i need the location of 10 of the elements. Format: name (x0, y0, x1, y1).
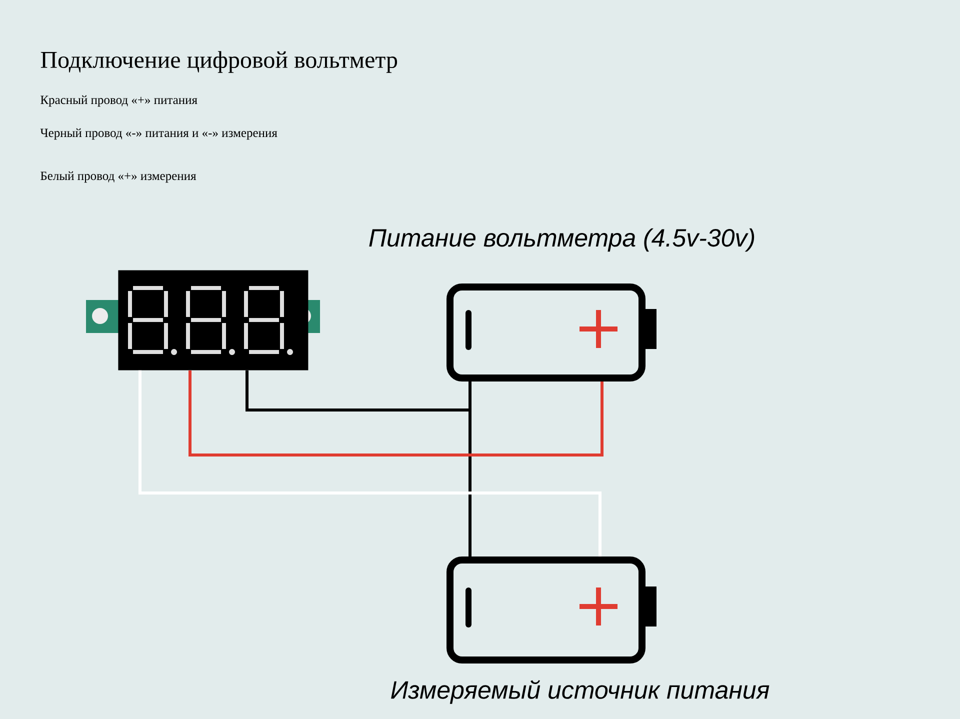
wire (138, 370, 602, 556)
wire (188, 370, 604, 456)
battery-caption: Измеряемый источник питания (391, 680, 770, 704)
note-text: Красный провод «+» питания (40, 95, 198, 107)
note-text: Черный провод «-» питания и «-» измерения (40, 128, 278, 140)
battery-caption: Питание вольтметра (4.5v-30v) (369, 228, 754, 252)
title: Подключение цифровой вольтметр (40, 51, 398, 73)
note-text: Белый провод «+» измерения (40, 171, 196, 183)
voltmeter-drawing (86, 270, 320, 370)
wire (246, 370, 472, 556)
